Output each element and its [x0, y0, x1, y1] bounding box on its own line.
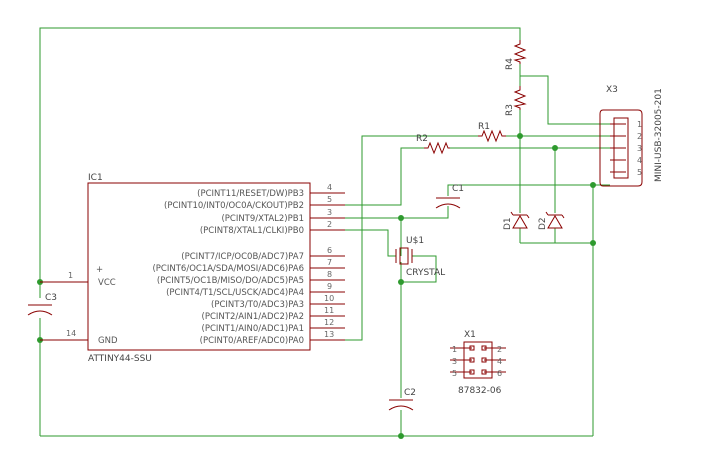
usb-pin-num: 3	[637, 144, 642, 153]
usb-name: X3	[606, 85, 618, 95]
ic1-pin-name: (PCINT2/AIN1/ADC2)PA2	[202, 312, 304, 322]
ic1-pin-name: (PCINT7/ICP/OC0B/ADC7)PA7	[181, 252, 304, 262]
header-pin-num: 4	[497, 357, 502, 366]
ic1-pin-num: 6	[327, 246, 332, 255]
header-pin-num: 6	[497, 369, 502, 378]
ic1-pin-num: 1	[68, 271, 73, 280]
diode-d1[interactable]: D1	[503, 211, 530, 230]
capacitor-c1[interactable]: C1	[435, 184, 464, 209]
ic1-pin-num: 10	[324, 294, 334, 303]
ic1-chip[interactable]: IC1 ATTINY44-SSU + 1 VCC 14 GND (PCINT11…	[40, 173, 345, 364]
ic1-pin-name: (PCINT1/AIN0/ADC1)PA1	[202, 324, 304, 334]
resistor-r1[interactable]: R1	[478, 122, 506, 143]
ic1-value: ATTINY44-SSU	[88, 354, 152, 364]
ic1-pin-name: GND	[98, 336, 118, 346]
header-pin-num: 1	[452, 345, 457, 354]
header-name: X1	[464, 330, 476, 340]
capacitor-c3[interactable]: C3	[27, 293, 57, 316]
d2-label: D2	[538, 217, 548, 230]
ic1-pin-num: 12	[324, 318, 334, 327]
header-x1[interactable]: 1 3 5 2 4 6 X1 87832-06	[450, 330, 506, 396]
ic1-pin-name: (PCINT3/T0/ADC3)PA3	[211, 300, 304, 310]
usb-value: MINI-USB-32005-201	[654, 88, 664, 182]
usb-connector-x3[interactable]: 1 2 3 4 5 X3 MINI-USB-32005-201	[599, 85, 664, 187]
header-pin-num: 3	[452, 357, 457, 366]
ic1-pin-name: (PCINT0/AREF/ADC0)PA0	[200, 336, 304, 346]
usb-pin-num: 4	[637, 156, 642, 165]
ic1-pin-num: 3	[327, 208, 332, 217]
crystal-value: CRYSTAL	[406, 268, 445, 278]
ic1-pin-name: (PCINT5/OC1B/MISO/DO/ADC5)PA5	[157, 276, 304, 286]
ic1-pin-num: 2	[327, 220, 332, 229]
ic1-pin-name: (PCINT10/INT0/OC0A/CKOUT)PB2	[164, 201, 304, 211]
junctions	[37, 133, 596, 439]
header-value: 87832-06	[458, 386, 502, 396]
ic1-pin-name: (PCINT6/OC1A/SDA/MOSI/ADC6)PA6	[152, 264, 304, 274]
r3-label: R3	[505, 104, 515, 116]
diode-d2[interactable]: D2	[538, 211, 565, 230]
r4-label: R4	[505, 58, 515, 70]
ic1-pin-name: (PCINT11/RESET/DW)PB3	[197, 189, 304, 199]
crystal-u1[interactable]: U$1 CRYSTAL	[395, 236, 445, 278]
header-pin-num: 5	[452, 369, 457, 378]
usb-pin-num: 2	[637, 132, 642, 141]
ic1-pin-num: 4	[327, 183, 332, 192]
d1-label: D1	[503, 217, 513, 230]
vcc-plus-sign: +	[96, 265, 103, 275]
resistor-r2[interactable]: R2	[416, 134, 450, 155]
resistor-r3[interactable]: R3	[505, 86, 527, 116]
ic1-name: IC1	[88, 173, 103, 183]
r2-label: R2	[416, 134, 428, 144]
ic1-pin-num: 14	[66, 329, 76, 338]
usb-pin-num: 1	[637, 120, 642, 129]
c3-label: C3	[45, 293, 57, 303]
ic1-pin-num: 7	[327, 258, 332, 267]
resistor-r4[interactable]: R4	[505, 40, 527, 70]
ic1-pin-name: (PCINT9/XTAL2)PB1	[221, 214, 304, 224]
ic1-pin-name: (PCINT4/T1/SCL/USCK/ADC4)PA4	[166, 288, 304, 298]
ic1-pin-name: (PCINT8/XTAL1/CLKI)PB0	[200, 226, 304, 236]
ic1-pin-num: 13	[324, 330, 334, 339]
ic1-pin-num: 8	[327, 270, 332, 279]
wires	[39, 27, 610, 437]
c2-label: C2	[404, 388, 416, 398]
r1-label: R1	[478, 122, 490, 132]
ic1-pin-num: 5	[327, 195, 332, 204]
header-pin-num: 2	[497, 345, 502, 354]
crystal-name: U$1	[406, 236, 424, 246]
capacitor-c2[interactable]: C2	[388, 388, 416, 411]
ic1-pin-name: VCC	[98, 278, 116, 288]
ic1-pin-num: 9	[327, 282, 332, 291]
c1-label: C1	[452, 184, 464, 194]
usb-pin-num: 5	[637, 168, 642, 177]
ic1-pin-num: 11	[324, 306, 334, 315]
